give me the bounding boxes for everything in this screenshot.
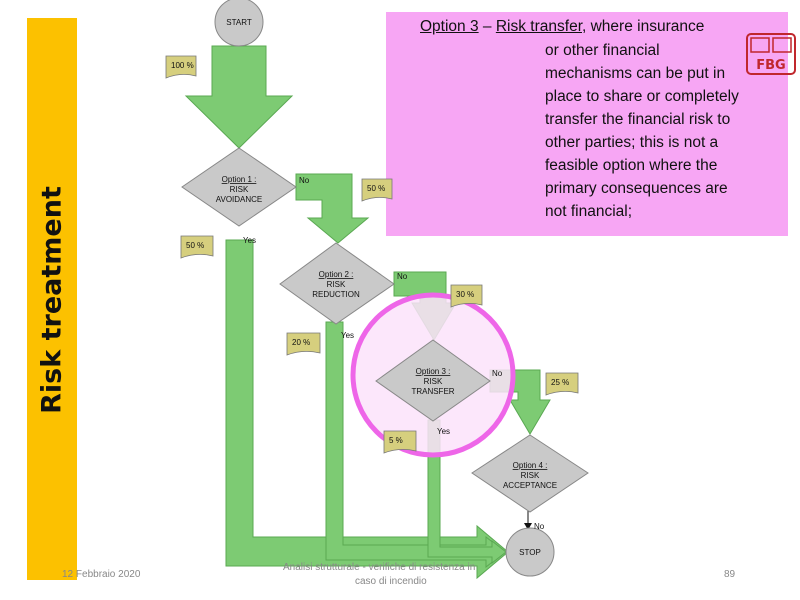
note-25-percent-text: 25 % [551,378,569,387]
start-label: START [226,18,252,27]
callout-line: feasible option where the [545,157,718,174]
option-4-no-label: No [534,522,545,531]
callout-line: transfer the financial risk to [545,111,731,128]
option-1-diamond [181,147,297,227]
option-2-yes-label: Yes [341,331,354,340]
option-3-callout [386,12,788,236]
note-50-percent-yes-text: 50 % [186,241,204,250]
title-sidebar [27,18,77,580]
option-1-line1: RISK [230,185,249,194]
note-30-percent [450,284,483,308]
option-1-line2: AVOIDANCE [216,195,263,204]
callout-line: not financial; [545,203,633,220]
stamp-text: FBG [756,58,785,73]
note-20-percent-text: 20 % [292,338,310,347]
arrow-option1-yes [225,239,509,580]
footer-page-number: 89 [724,569,736,580]
option-3-no-label: No [492,369,503,378]
stop-label: STOP [519,548,541,557]
footer-date: 12 Febbraio 2020 [62,569,141,580]
note-5-percent-text: 5 % [389,436,403,445]
note-5-percent [383,430,417,454]
logo-stamp: FBG [746,33,796,75]
footer-center-line1: Analisi strutturale - verifiche di resis… [283,562,476,573]
option-2-line1: RISK [327,280,346,289]
note-50-percent-no-text: 50 % [367,184,385,193]
callout-line: or other financial [545,42,660,59]
option-4-line2: ACCEPTANCE [503,481,557,490]
option-3-yes-label: Yes [437,427,450,436]
arrow-start-down [184,45,294,149]
option-3-diamond [375,339,491,422]
note-100-percent-text: 100 % [171,61,194,70]
option-4-label: Option 4 : [513,461,548,470]
option-4-diamond [471,434,589,513]
callout-line: mechanisms can be put in [545,65,726,82]
arrow-option1-no [295,173,370,244]
option-1-yes-label: Yes [243,236,256,245]
option-3-label: Option 3 : [416,367,451,376]
option-3-line2: TRANSFER [411,387,454,396]
footer-center-line2: caso di incendio [355,576,427,587]
option-3-line1: RISK [424,377,443,386]
option-1-label: Option 1 : [222,175,257,184]
callout-line: place to share or completely [545,88,739,105]
callout-dash: – [482,18,492,35]
note-20-percent [286,332,321,356]
option-2-diamond [279,242,395,325]
note-30-percent-text: 30 % [456,290,474,299]
stop-node [505,527,555,577]
note-50-percent-yes [180,235,214,259]
callout-option-label: Option 3 [420,18,479,35]
option-4-line1: RISK [521,471,540,480]
callout-first-line: Option 3 – Risk transfer, where insuranc… [420,15,704,39]
callout-first-line-rest: , where insurance [582,18,705,35]
arrow-option4-no-head [524,523,532,530]
option-2-no-label: No [397,272,408,281]
note-50-percent-no [361,178,393,202]
callout-heading: Risk transfer [495,18,582,35]
start-node [214,0,264,47]
option-1-no-label: No [299,176,310,185]
callout-line: primary consequences are [545,180,728,197]
note-25-percent [545,372,579,396]
option-2-label: Option 2 : [319,270,354,279]
callout-line: other parties; this is not a [545,134,719,151]
note-100-percent [165,55,197,79]
option-2-line2: REDUCTION [312,290,360,299]
